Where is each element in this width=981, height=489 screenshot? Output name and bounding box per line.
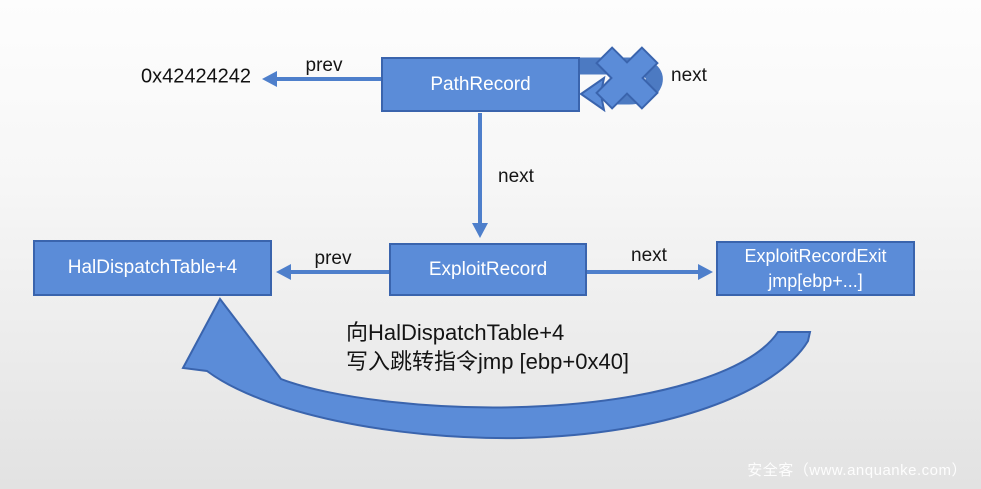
node-exploit-record-exit-line2: jmp[ebp+...] — [768, 270, 863, 291]
arrow-prev-mid-head — [276, 264, 291, 280]
node-path-record: PathRecord — [381, 57, 580, 112]
label-next-mid: next — [631, 245, 667, 266]
annotation-line2: 写入跳转指令jmp [ebp+0x40] — [346, 349, 630, 374]
annotation-text: 向HalDispatchTable+4 写入跳转指令jmp [ebp+0x40] — [346, 318, 629, 376]
arrow-overwrite-curved — [181, 297, 812, 440]
node-exploit-record-exit: ExploitRecordExit jmp[ebp+...] — [716, 241, 915, 296]
arrow-next-down-head — [472, 223, 488, 238]
node-path-record-label: PathRecord — [430, 73, 531, 95]
arrow-prev-top-head — [262, 71, 277, 87]
node-hal-dispatch-table: HalDispatchTable+4 — [33, 240, 272, 296]
arrow-next-broken — [579, 46, 663, 113]
node-hal-dispatch-table-label: HalDispatchTable+4 — [67, 257, 238, 278]
node-exploit-record-label: ExploitRecord — [428, 258, 548, 280]
label-prev-mid: prev — [314, 248, 352, 269]
arrow-next-down — [472, 113, 488, 238]
label-dangling-pointer: 0x42424242 — [140, 65, 252, 88]
annotation-line1: 向HalDispatchTable+4 — [346, 320, 565, 345]
arrow-prev-top — [262, 71, 381, 87]
arrow-next-mid — [587, 264, 713, 280]
watermark: 安全客（www.anquanke.com） — [747, 462, 967, 479]
label-prev-top: prev — [305, 55, 343, 76]
arrow-prev-mid — [276, 264, 389, 280]
broken-link-x-icon — [595, 46, 659, 110]
node-exploit-record: ExploitRecord — [389, 243, 587, 296]
label-next-down: next — [498, 166, 534, 187]
arrow-next-mid-head — [698, 264, 713, 280]
label-next-top: next — [671, 65, 707, 86]
node-exploit-record-exit-line1: ExploitRecordExit — [744, 245, 887, 266]
